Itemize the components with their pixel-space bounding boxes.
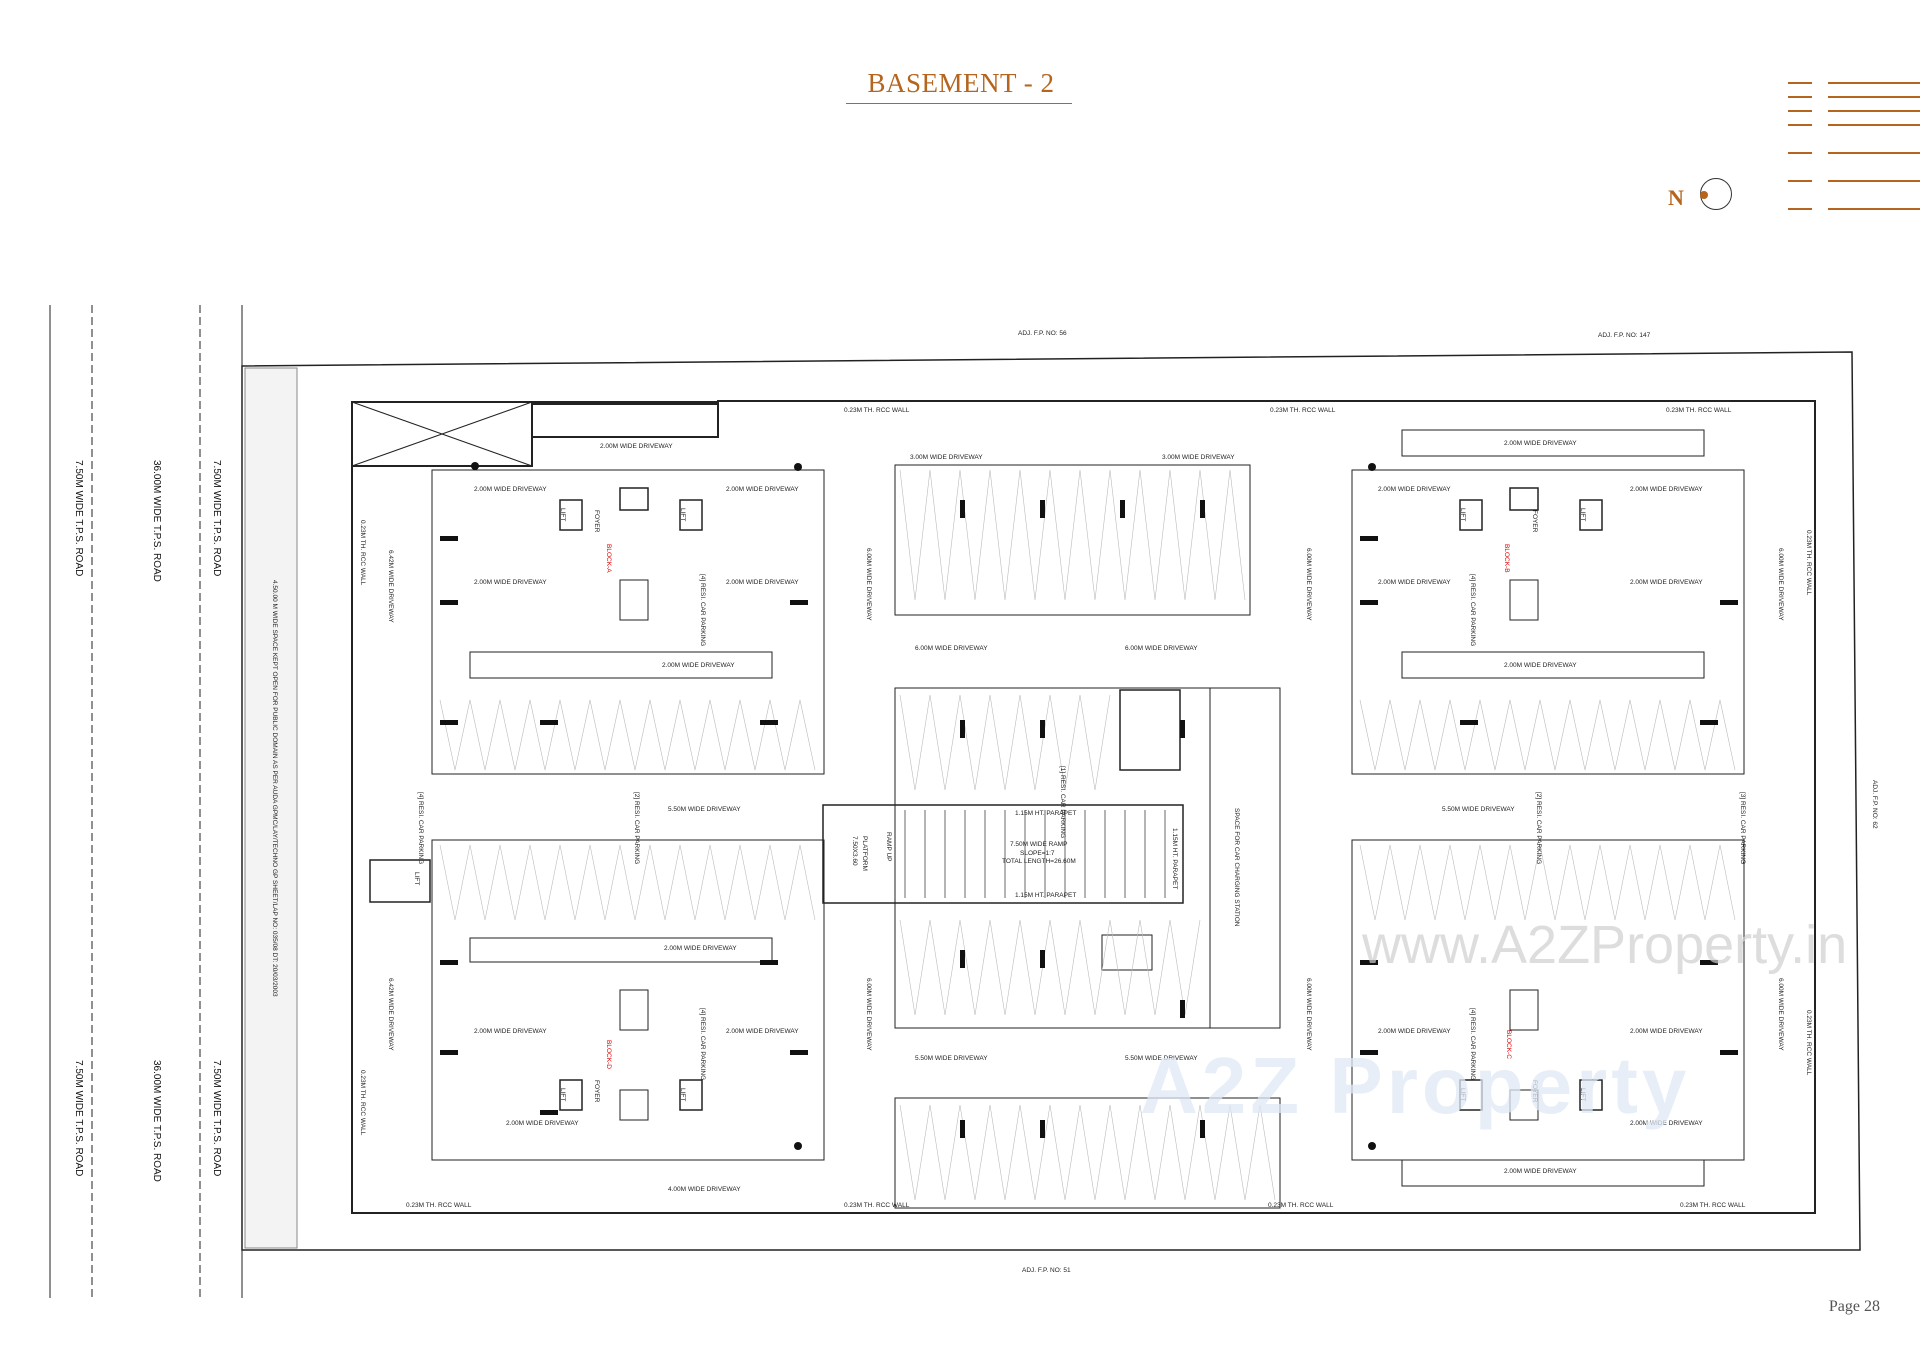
driveway-label: 5.50M WIDE DRIVEWAY (915, 1055, 988, 1062)
ramp-length-label: TOTAL LENGTH=26.60M (1002, 858, 1076, 865)
lift-label: LIFT (559, 508, 566, 522)
road-label-outer-lower: 7.50M WIDE T.P.S. ROAD (73, 1060, 84, 1177)
rcc-wall-label: 0.23M TH. RCC WALL (1270, 407, 1336, 414)
road-label-middle: 36.00M WIDE T.P.S. ROAD (151, 460, 162, 582)
block-b-label: BLOCK-B (1503, 544, 1510, 573)
parking-label: [4] RESI. CAR PARKING (1469, 574, 1476, 647)
rcc-wall-label: 0.23M TH. RCC WALL (1805, 1010, 1812, 1076)
rcc-wall-label: 0.23M TH. RCC WALL (406, 1202, 472, 1209)
parking-label: [4] RESI. CAR PARKING (417, 792, 424, 865)
driveway-label: 6.00M WIDE DRIVEWAY (1777, 978, 1784, 1051)
driveway-label: 2.00M WIDE DRIVEWAY (1630, 1028, 1703, 1035)
driveway-label: 2.00M WIDE DRIVEWAY (474, 579, 547, 586)
driveway-label: 6.42M WIDE DRIVEWAY (387, 978, 394, 1051)
block-a-label: BLOCK-A (605, 544, 612, 573)
rcc-wall-label: 0.23M TH. RCC WALL (359, 1070, 366, 1136)
page-number: Page 28 (1828, 1298, 1880, 1315)
adjacent-bottom: ADJ. F.P. NO: 51 (1022, 1267, 1071, 1274)
rcc-wall-label: 0.23M TH. RCC WALL (359, 520, 366, 586)
parapet-label: 1.15M HT. PARAPET (1015, 810, 1077, 817)
driveway-label: 2.00M WIDE DRIVEWAY (726, 1028, 799, 1035)
driveway-label: 6.00M WIDE DRIVEWAY (915, 645, 988, 652)
ramp-label: 7.50M WIDE RAMP (1010, 841, 1068, 848)
driveway-label: 6.00M WIDE DRIVEWAY (1305, 548, 1312, 621)
driveway-label: 2.00M WIDE DRIVEWAY (600, 443, 673, 450)
foyer-label: FOYER (1531, 510, 1538, 533)
lift-label: LIFT (679, 1088, 686, 1102)
platform-size-label: 7.50X3.60 (851, 836, 858, 866)
lift-label: LIFT (1579, 508, 1586, 522)
driveway-label: 2.00M WIDE DRIVEWAY (664, 945, 737, 952)
driveway-label: 3.00M WIDE DRIVEWAY (910, 454, 983, 461)
lift-label: LIFT (413, 872, 420, 886)
adjacent-top-right: ADJ. F.P. NO: 147 (1598, 332, 1651, 339)
rcc-wall-label: 0.23M TH. RCC WALL (1805, 530, 1812, 596)
parking-label: [2] RESI. CAR PARKING (633, 792, 640, 865)
driveway-label: 6.00M WIDE DRIVEWAY (865, 978, 872, 1051)
driveway-label: 2.00M WIDE DRIVEWAY (1378, 579, 1451, 586)
driveway-label: 2.00M WIDE DRIVEWAY (1630, 579, 1703, 586)
driveway-label: 2.00M WIDE DRIVEWAY (1504, 662, 1577, 669)
rcc-wall-label: 0.23M TH. RCC WALL (844, 407, 910, 414)
road-label-middle-lower: 36.00M WIDE T.P.S. ROAD (151, 1060, 162, 1182)
margin-note: 4.50.00 M WIDE SPACE KEPT OPEN FOR PUBLI… (271, 580, 278, 997)
driveway-label: 2.00M WIDE DRIVEWAY (726, 579, 799, 586)
lift-label: LIFT (559, 1088, 566, 1102)
platform-label: PLATFORM (861, 836, 868, 871)
driveway-label: 3.00M WIDE DRIVEWAY (1162, 454, 1235, 461)
parking-label: [4] RESI. CAR PARKING (699, 1008, 706, 1081)
title-underline (846, 103, 1072, 104)
driveway-label: 2.00M WIDE DRIVEWAY (1630, 1120, 1703, 1127)
lift-label: LIFT (679, 508, 686, 522)
driveway-label: 2.00M WIDE DRIVEWAY (1378, 1028, 1451, 1035)
parking-label: [1] RESI. CAR PARKING (1059, 766, 1066, 839)
rcc-wall-label: 0.23M TH. RCC WALL (1680, 1202, 1746, 1209)
driveway-label: 5.50M WIDE DRIVEWAY (1125, 1055, 1198, 1062)
charging-station-label: SPACE FOR CAR CHARGING STATION (1233, 808, 1240, 927)
foyer-label: FOYER (593, 1080, 600, 1103)
driveway-label: 5.50M WIDE DRIVEWAY (1442, 806, 1515, 813)
driveway-label: 2.00M WIDE DRIVEWAY (1630, 486, 1703, 493)
block-d-label: BLOCK-D (605, 1040, 612, 1069)
foyer-label: FOYER (593, 510, 600, 533)
driveway-label: 6.42M WIDE DRIVEWAY (387, 550, 394, 623)
driveway-label: 2.00M WIDE DRIVEWAY (474, 1028, 547, 1035)
driveway-label: 4.00M WIDE DRIVEWAY (668, 1186, 741, 1193)
driveway-label: 5.50M WIDE DRIVEWAY (668, 806, 741, 813)
adjacent-top-left: ADJ. F.P. NO: 56 (1018, 330, 1067, 337)
parking-label: [2] RESI. CAR PARKING (1535, 792, 1542, 865)
adjacent-right: ADJ. F.P. NO: 62 (1871, 780, 1878, 829)
parking-label: [3] RESI. CAR PARKING (1739, 792, 1746, 865)
lift-label: LIFT (1459, 508, 1466, 522)
parking-label: [4] RESI. CAR PARKING (699, 574, 706, 647)
road-label-inner: 7.50M WIDE T.P.S. ROAD (211, 460, 222, 577)
north-label: N (1668, 185, 1684, 210)
page-title: BASEMENT - 2 (867, 68, 1055, 98)
driveway-label: 2.00M WIDE DRIVEWAY (662, 662, 735, 669)
watermark-url: www.A2ZProperty.in (1362, 915, 1848, 975)
driveway-label: 2.00M WIDE DRIVEWAY (474, 486, 547, 493)
driveway-label: 2.00M WIDE DRIVEWAY (506, 1120, 579, 1127)
driveway-label: 2.00M WIDE DRIVEWAY (1378, 486, 1451, 493)
driveway-label: 6.00M WIDE DRIVEWAY (865, 548, 872, 621)
parapet-label: 1.15M HT. PARAPET (1171, 828, 1178, 890)
parapet-label: 1.15M HT. PARAPET (1015, 892, 1077, 899)
ramp-up-label: RAMP UP (885, 832, 892, 862)
road-label-inner-lower: 7.50M WIDE T.P.S. ROAD (211, 1060, 222, 1177)
road-label-outer: 7.50M WIDE T.P.S. ROAD (73, 460, 84, 577)
north-dot-icon (1700, 191, 1708, 199)
driveway-label: 6.00M WIDE DRIVEWAY (1125, 645, 1198, 652)
rcc-wall-label: 0.23M TH. RCC WALL (1666, 407, 1732, 414)
rcc-wall-label: 0.23M TH. RCC WALL (844, 1202, 910, 1209)
driveway-label: 6.00M WIDE DRIVEWAY (1777, 548, 1784, 621)
driveway-label: 2.00M WIDE DRIVEWAY (1504, 1168, 1577, 1175)
ramp-slope-label: SLOPE=1:7 (1020, 850, 1055, 857)
driveway-label: 2.00M WIDE DRIVEWAY (726, 486, 799, 493)
driveway-label: 2.00M WIDE DRIVEWAY (1504, 440, 1577, 447)
watermark-brand: A2Z Property (1140, 1041, 1691, 1130)
rcc-wall-label: 0.23M TH. RCC WALL (1268, 1202, 1334, 1209)
